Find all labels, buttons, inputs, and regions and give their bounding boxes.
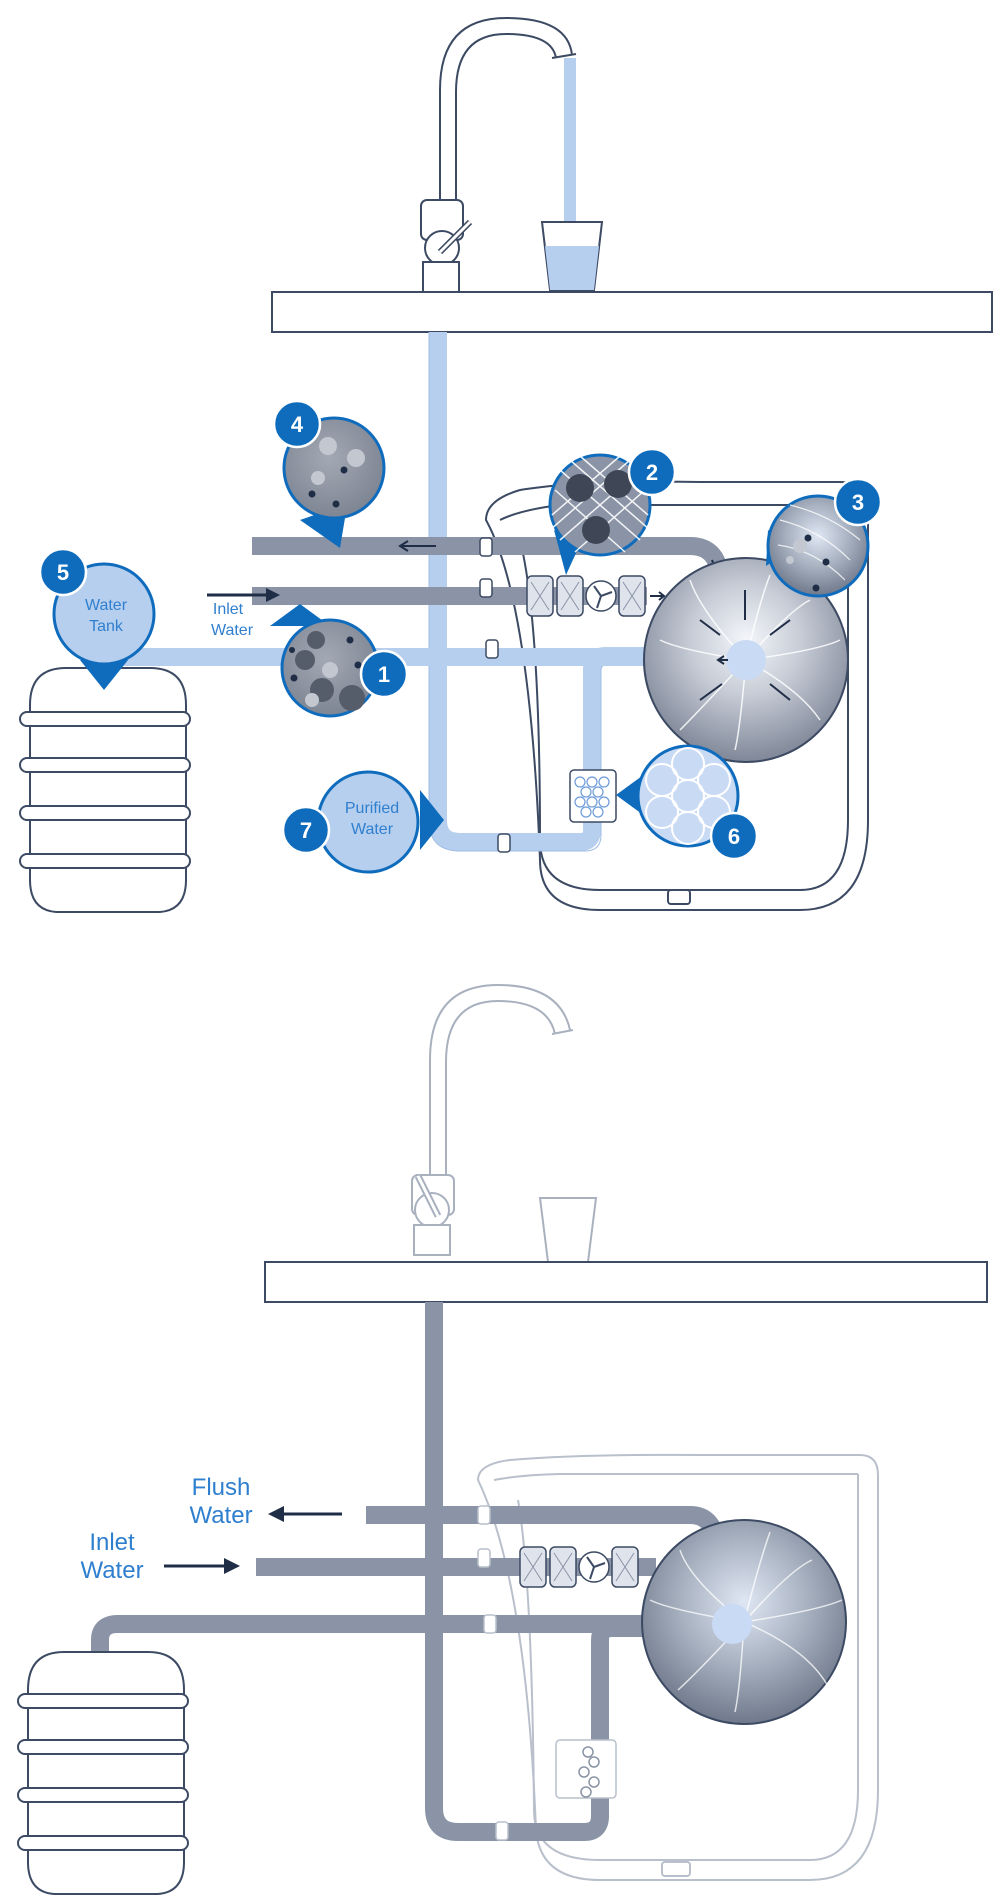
inlet-arrow-bottom	[164, 1558, 240, 1574]
post-filter	[569, 769, 617, 823]
marker-3-number: 3	[852, 490, 864, 515]
faucet	[420, 16, 577, 293]
marker-4-carbon-callout: 4	[272, 399, 386, 548]
inlet-label-line1: Inlet	[213, 601, 244, 618]
marker-2-prefilter-callout: 2	[548, 447, 677, 575]
prefilter-cartridges-flush	[519, 1546, 639, 1588]
marker-1-sediment-callout: 1	[270, 604, 409, 718]
marker-7-purified-water-callout: Purified Water 7	[281, 770, 444, 874]
flush-label-line1: Flush	[192, 1474, 251, 1501]
drinking-glass	[540, 221, 604, 291]
marker-5-number: 5	[57, 560, 69, 585]
marker-1-number: 1	[378, 662, 390, 687]
prefilter-cartridges	[526, 575, 666, 617]
marker-5-text-line1: Water	[85, 597, 128, 614]
marker-3-membrane-callout: 3	[766, 477, 883, 598]
water-tank-flush	[17, 1651, 189, 1895]
tank-feed-pipe	[100, 648, 710, 666]
membrane-sphere-flush	[641, 1519, 847, 1725]
inlet-label-bottom-line1: Inlet	[89, 1529, 135, 1556]
countertop	[271, 291, 993, 333]
marker-5-water-tank-callout: Water Tank 5	[38, 547, 156, 690]
flush-arrow	[398, 540, 436, 552]
water-stream	[564, 58, 576, 238]
marker-4-number: 4	[291, 412, 304, 437]
marker-7-number: 7	[300, 818, 312, 843]
flush-arrow-bottom	[268, 1506, 342, 1522]
top-diagram: Inlet Water	[19, 16, 993, 913]
inlet-label-bottom-line2: Water	[80, 1557, 143, 1584]
marker-6-postfilter-callout: 6	[616, 744, 759, 861]
post-filter-flush	[555, 1739, 617, 1799]
inlet-arrow	[207, 588, 280, 602]
marker-5-text-line2: Tank	[89, 618, 124, 635]
marker-6-number: 6	[728, 824, 740, 849]
water-tank	[19, 667, 191, 913]
countertop-flush	[264, 1261, 988, 1303]
pipe-fittings-flush	[477, 1505, 509, 1841]
bottom-diagram: Flush Water Inlet Water	[17, 983, 988, 1895]
pipe-fittings	[479, 537, 511, 853]
faucet-flush	[411, 983, 598, 1263]
flush-label-line2: Water	[189, 1502, 252, 1529]
marker-7-text-line1: Purified	[345, 800, 399, 817]
inlet-label-line2: Water	[211, 622, 254, 639]
marker-7-text-line2: Water	[351, 821, 394, 838]
membrane-sphere	[643, 557, 849, 763]
marker-2-number: 2	[646, 460, 658, 485]
tank-pipe-flush	[91, 1615, 720, 1652]
